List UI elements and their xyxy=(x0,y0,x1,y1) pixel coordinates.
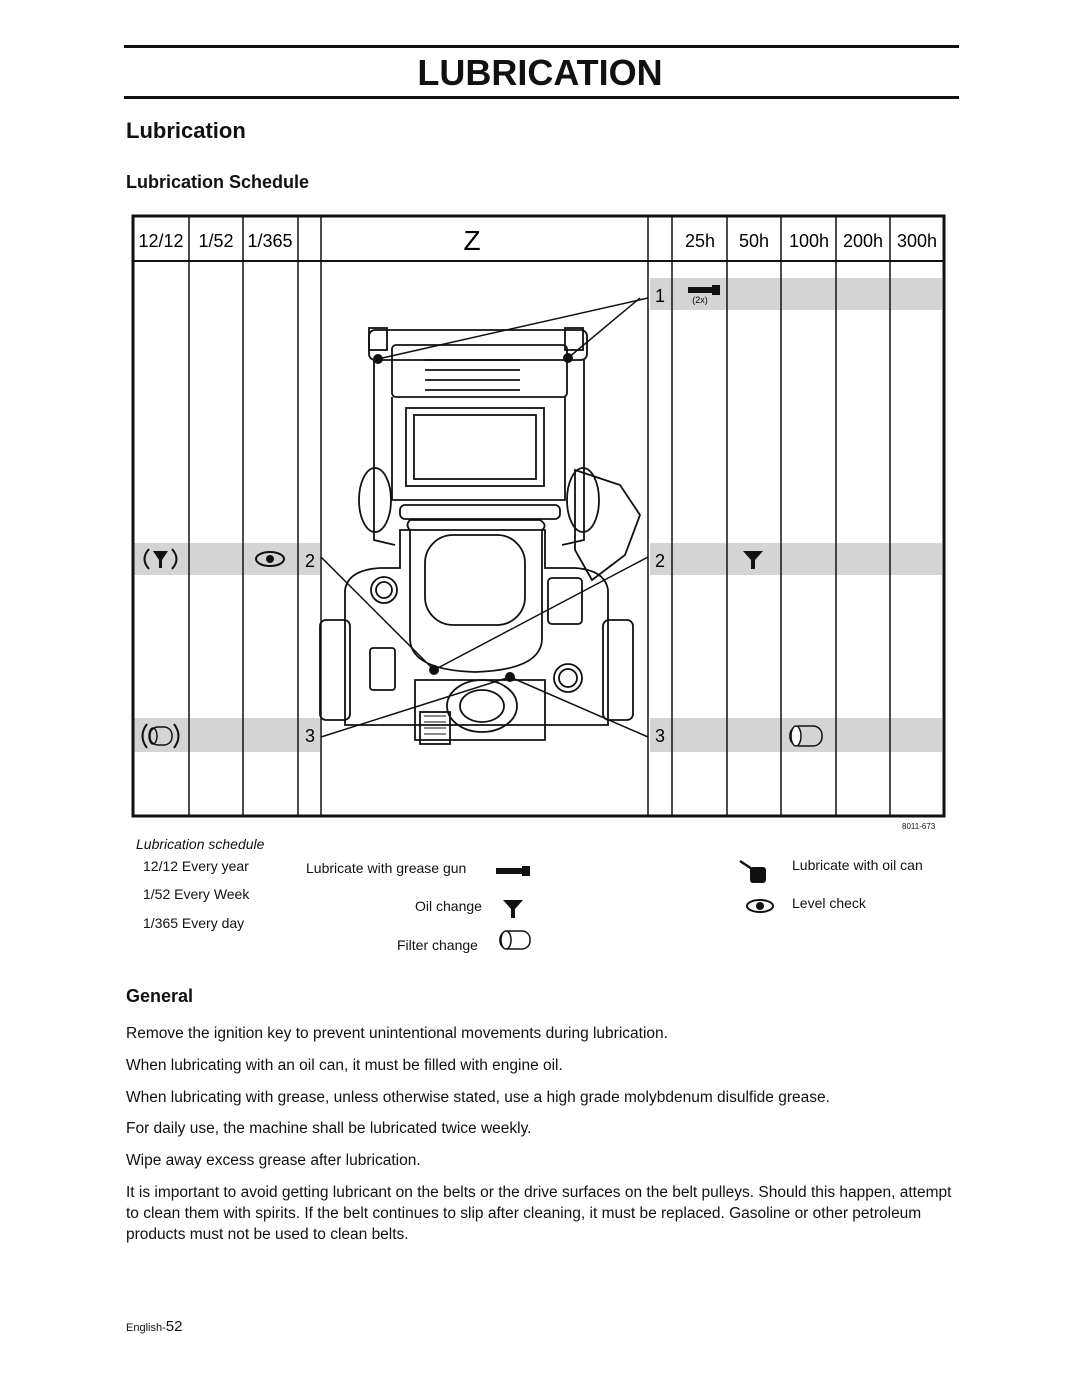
row-2-shade-left xyxy=(134,543,320,575)
legend-oil-change: Oil change xyxy=(415,898,482,914)
interval-50h: 50h xyxy=(739,231,769,251)
general-paragraph-2: When lubricating with an oil can, it mus… xyxy=(126,1057,563,1074)
general-paragraph-5: Wipe away excess grease after lubricatio… xyxy=(126,1152,421,1169)
legend-every-week: 1/52 Every Week xyxy=(143,886,250,902)
grease-gun-icon xyxy=(688,285,720,295)
section-heading: Lubrication xyxy=(126,118,246,143)
point-3-label-left: 3 xyxy=(305,726,315,746)
schedule-frame xyxy=(131,214,946,818)
footer-language: English- xyxy=(126,1322,166,1334)
z-label: Z xyxy=(463,225,480,256)
interval-year: 12/12 xyxy=(138,231,183,251)
interval-day: 1/365 xyxy=(247,231,292,251)
interval-100h: 100h xyxy=(789,231,829,251)
row-3-shade-left xyxy=(134,718,320,752)
legend-grease-gun-icon xyxy=(496,866,530,876)
general-paragraph-1: Remove the ignition key to prevent unint… xyxy=(126,1025,668,1042)
interval-25h: 25h xyxy=(685,231,715,251)
top-rule xyxy=(124,45,959,48)
page-number: 52 xyxy=(165,1318,183,1335)
title-underline xyxy=(124,96,959,99)
general-paragraph-6: It is important to avoid getting lubrica… xyxy=(126,1184,952,1243)
schedule-heading: Lubrication Schedule xyxy=(126,172,310,192)
legend-oil-change-icon xyxy=(503,900,523,918)
interval-300h: 300h xyxy=(897,231,937,251)
oil-change-icon xyxy=(743,551,763,569)
grease-count: (2x) xyxy=(692,295,708,305)
filter-change-icon xyxy=(789,725,823,747)
general-paragraph-4: For daily use, the machine shall be lubr… xyxy=(126,1120,532,1137)
general-heading: General xyxy=(126,986,194,1006)
level-check-icon xyxy=(255,551,285,567)
row-2-shade-right xyxy=(650,543,942,575)
row-1-shade xyxy=(650,278,942,310)
general-paragraph-3: When lubricating with grease, unless oth… xyxy=(126,1089,830,1106)
leader-lines xyxy=(320,297,649,738)
legend-oil-can: Lubricate with oil can xyxy=(792,857,923,873)
point-3-label-right: 3 xyxy=(655,726,665,746)
engine-grill xyxy=(424,715,446,741)
legend-level-check-icon xyxy=(746,899,774,913)
legend-filter-change-icon xyxy=(499,930,531,950)
legend-grease-gun: Lubricate with grease gun xyxy=(306,860,467,876)
legend-every-year: 12/12 Every year xyxy=(143,858,249,874)
legend-oil-can-icon xyxy=(739,859,766,883)
lubrication-schedule-figure: 12/12 1/52 1/365 Z 25h 50h 100h 200h 300… xyxy=(131,214,946,818)
legend-filter-change: Filter change xyxy=(397,937,478,953)
legend-level-check: Level check xyxy=(792,895,866,911)
point-2-label-right: 2 xyxy=(655,551,665,571)
legend-every-day: 1/365 Every day xyxy=(143,915,245,931)
figure-code: 8011-673 xyxy=(902,822,936,831)
page-footer: English-52 xyxy=(126,1318,182,1335)
interval-200h: 200h xyxy=(843,231,883,251)
figure-caption: Lubrication schedule xyxy=(136,836,265,852)
oil-change-icon-circled xyxy=(143,548,178,570)
filter-change-icon-circled xyxy=(141,723,180,749)
page-title: LUBRICATION xyxy=(417,52,663,93)
interval-week: 1/52 xyxy=(198,231,233,251)
point-1-label: 1 xyxy=(655,286,665,306)
mower-top-view-drawing xyxy=(319,327,642,745)
lubrication-points xyxy=(373,353,573,682)
point-2-label-left: 2 xyxy=(305,551,315,571)
